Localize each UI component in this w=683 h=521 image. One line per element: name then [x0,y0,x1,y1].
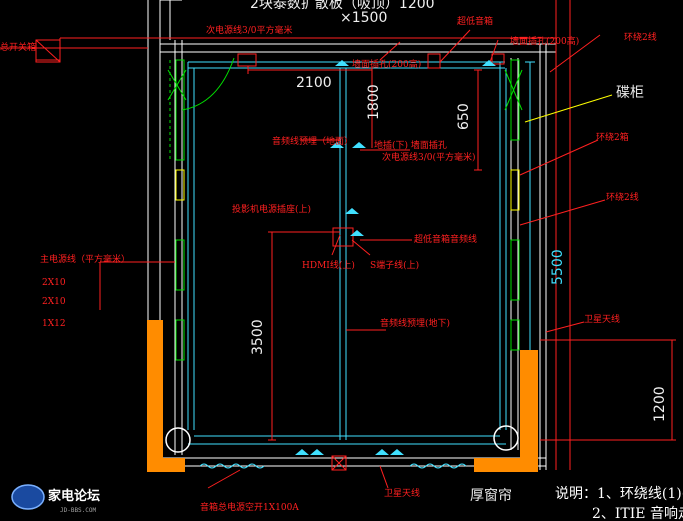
curtain-wave-left [199,463,265,469]
note-line-2: 2、ITIE 音响走廊线和接通好 [592,505,683,521]
label-subwoofer-audio: 超低音箱音频线 [414,233,477,245]
label-satellite-bottom: 卫星天线 [384,487,420,499]
forum-watermark: 家电论坛 JD-BBS.COM [11,484,100,514]
label-projector-power: 投影机电源插座(上) [232,203,311,215]
label-wall-socket: 墙面插孔(200高) [352,58,421,70]
door-swing-arc [181,57,235,111]
room-walls [147,0,556,470]
left-speaker-circle [165,427,191,453]
label-surround-box: 环绕2箱 [596,131,629,143]
cabinet-leader [524,94,613,123]
dim-1200: 1200 [652,386,668,422]
corner-speakers [147,320,538,472]
label-ceiling-line: 次电源线3/0平方毫米 [206,24,293,36]
ceiling-speaker-symbols [295,60,496,455]
label-switch-box: 总开关箱 [0,41,36,53]
label-main-power-v3: 1X12 [42,319,66,329]
label-curtain: 厚窗帘 [470,487,512,504]
label-satellite-right: 卫星天线 [584,313,620,325]
label-cabinet: 碟柜 [616,85,644,101]
curtain-wave-right [409,463,467,469]
cable-runs [187,61,535,445]
red-wiring [0,0,676,489]
right-speaker-circle [493,425,519,451]
dim-2100: 2100 [296,75,332,91]
note-line-1: 说明：1、环绕线(1)(2)可 [555,486,683,502]
dim-1800: 1800 [366,84,382,120]
dim-5500: 5500 [550,249,566,285]
label-surround-line: 环绕2线 [606,191,639,203]
label-ceiling-socket: 墙面插孔(200高) [510,35,579,47]
watermark-name: 家电论坛 [48,488,100,504]
label-main-power-v1: 2X10 [42,278,66,288]
label-main-speaker-bottom: 音箱总电源空开1X100A [200,501,299,513]
label-audio-pipe-down: 音频线预埋(地下) [380,317,450,329]
label-power-line-side: 次电源线3/0(平方毫米) [382,151,476,163]
label-surround-line-top: 环绕2线 [624,31,657,43]
label-main-power-v2: 2X10 [42,297,66,307]
dim-650: 650 [456,103,472,130]
label-subwoofer-top: 超低音箱 [457,15,493,27]
header-title: 2块泰数扩散板（吸顶）1200 [250,0,435,12]
watermark-url: JD-BBS.COM [60,507,97,514]
label-audio-pipe-ground: 音频线预埋（地面） [272,135,353,147]
header-dimension: ×1500 [340,10,387,26]
label-main-power: 主电源线（平方毫米） [40,253,130,265]
watermark-logo-icon [11,484,45,510]
label-hdmi: HDMI线(上) [302,259,355,271]
dim-3500: 3500 [250,319,266,355]
label-s-terminal: S端子线(上) [370,259,419,271]
label-floor-socket: 地插(下) 墙面插孔 [374,139,447,151]
wall-fixtures [167,59,523,361]
